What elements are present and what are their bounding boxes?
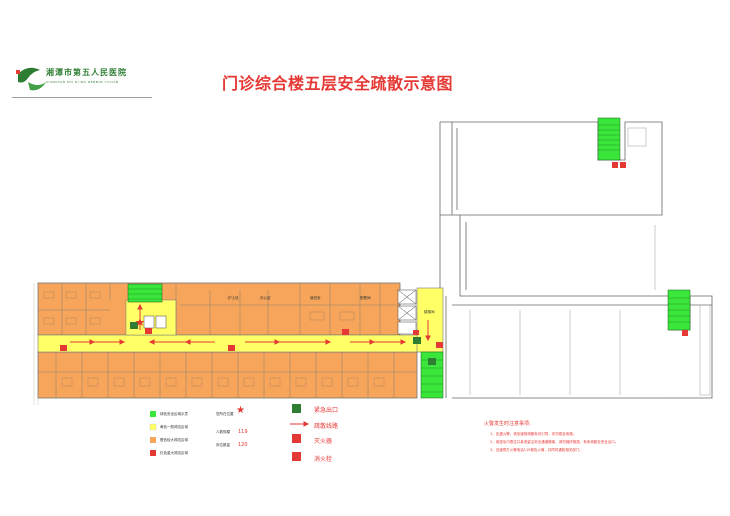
evacuation-routes <box>70 303 431 345</box>
fire-equipment <box>60 328 443 351</box>
legend-swatch-yellow <box>149 423 157 431</box>
page-title: 门诊综合楼五层安全疏散示意图 <box>222 74 454 93</box>
bed-count: 120 <box>238 442 248 448</box>
arrow-icon <box>290 421 310 427</box>
you-are-here-star <box>135 318 145 326</box>
legend-label: 黄色一般风险区域 <box>160 425 188 429</box>
legend-swatch-red <box>150 450 156 456</box>
annex-stair-top <box>597 117 621 161</box>
symbol-label: 疏散线路 <box>314 423 339 430</box>
legend-label: 橙色较大风险区域 <box>160 438 188 442</box>
note-item: 3、迅速拨打火警电话119报告火情，并同时通知相关部门。 <box>490 448 583 452</box>
exit-signs <box>130 322 436 365</box>
stat-label: 人数规模 <box>216 430 230 434</box>
right-corridor <box>416 287 444 353</box>
room-label: 配餐间 <box>360 296 371 300</box>
symbol-label: 消火栓 <box>314 456 333 463</box>
hospital-logo <box>16 67 46 91</box>
hospital-name-en: XIANGTAN SHI DI WU RENMIN YIYUAN <box>46 80 119 84</box>
stat-label: 您所在位置 <box>216 412 234 416</box>
annex-building <box>439 121 713 399</box>
legend-label: 绿色安全区域示意 <box>160 412 188 416</box>
legend-swatch-green <box>150 411 156 417</box>
exit-icon <box>292 404 301 413</box>
stat-label: 床位数量 <box>216 443 230 447</box>
people-count: 119 <box>238 429 248 435</box>
note-item: 2、用湿毛巾捂住口鼻低姿沿安全通道撤离，请勿拥挤推搡，有序疏散至安全出口。 <box>490 440 619 444</box>
annex-rooms <box>469 127 711 396</box>
legend-label: 红色重大风险区域 <box>160 451 188 455</box>
symbol-label: 紧急出口 <box>314 407 339 414</box>
notes-title: 火警发生时注意事项: <box>484 421 531 427</box>
room-label: 护士站 <box>228 296 239 300</box>
room-label: 楼梯间 <box>424 310 435 314</box>
stair-main-left <box>127 283 163 303</box>
symbol-label: 灭火器 <box>314 438 333 445</box>
location-star: ★ <box>236 405 245 416</box>
stair-main-right <box>420 351 444 399</box>
note-item: 1、应遇火警，请迅速按疏散标识引导，切勿乘坐电梯。 <box>490 432 577 436</box>
room-label: 值班室 <box>310 296 321 300</box>
header-divider <box>12 97 152 98</box>
legend-swatch-orange <box>150 437 156 443</box>
extinguisher-icon <box>292 434 301 443</box>
hydrant-icon <box>292 452 301 461</box>
hospital-name: 湘潭市第五人民医院 <box>46 67 127 77</box>
room-label: 办公室 <box>260 296 271 300</box>
main-building <box>37 282 444 399</box>
